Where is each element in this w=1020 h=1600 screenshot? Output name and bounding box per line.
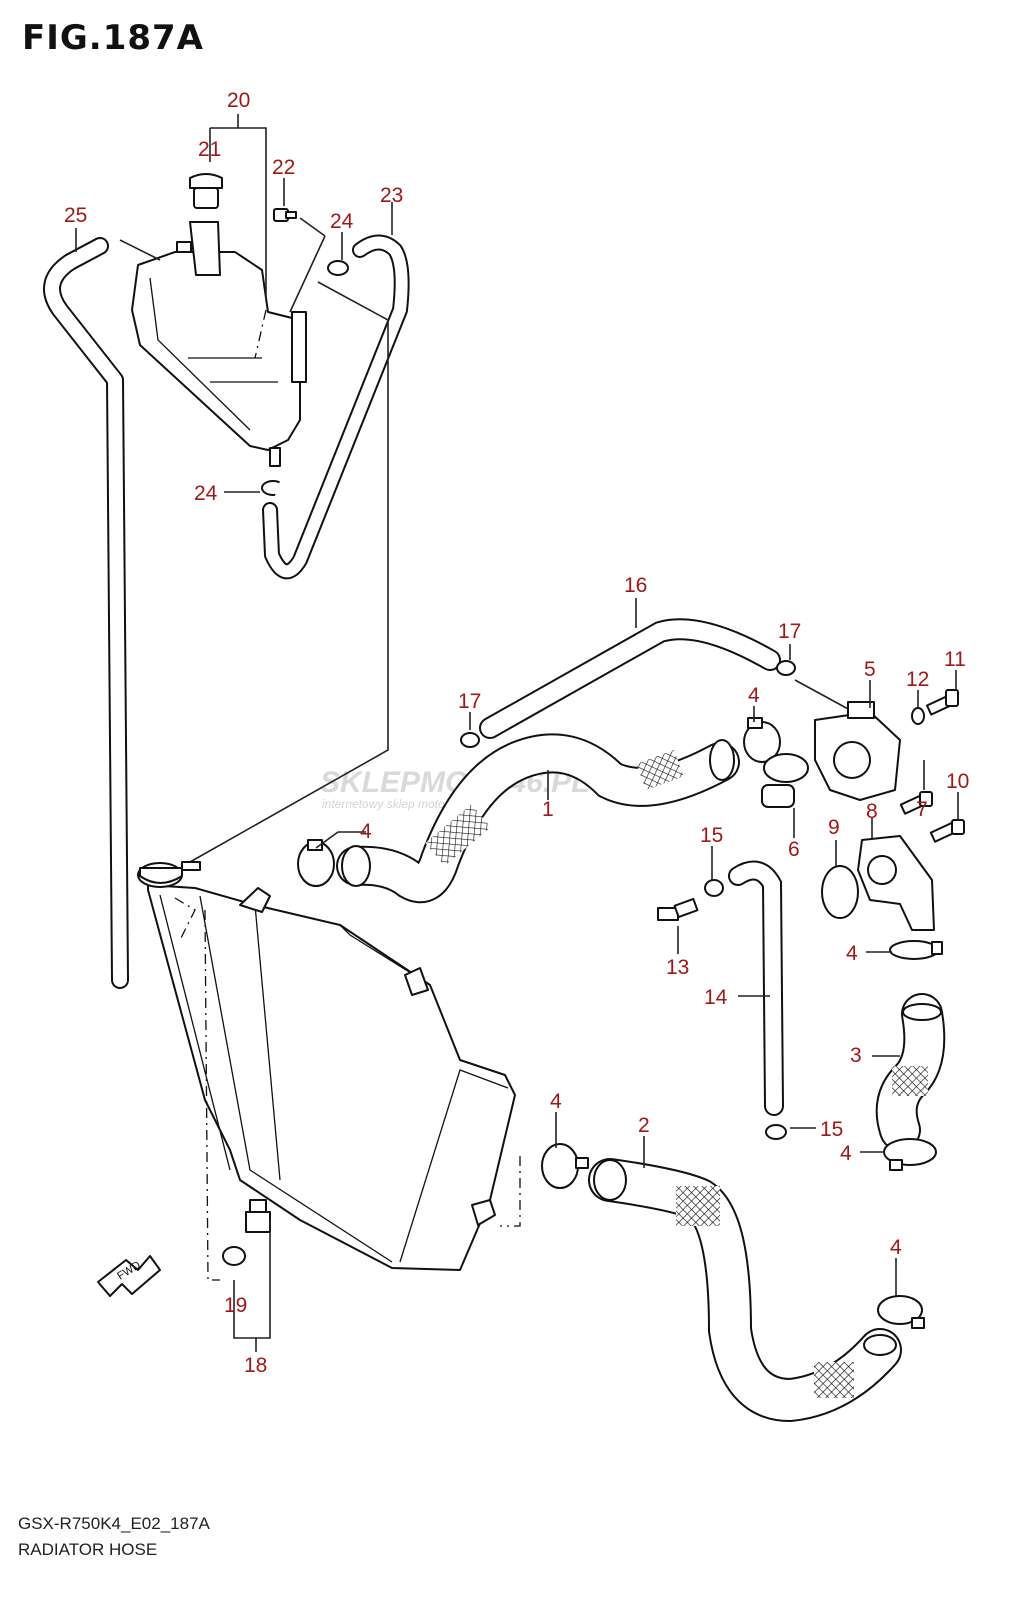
callout-24-upper: 24 [330,210,354,233]
fwd-arrow-icon: FWD [97,1255,161,1297]
bolt-11 [926,689,959,716]
callout-4-thermo: 4 [748,684,760,707]
clamp-15-a [704,879,724,897]
callout-4-bottom: 4 [890,1236,902,1259]
bolt-10 [929,819,965,843]
callout-6: 6 [788,838,800,861]
clamp-15-b [765,1124,787,1140]
tank-bolt [273,208,297,222]
callout-5: 5 [864,658,876,681]
figure-title: FIG.187A [22,18,204,58]
callout-14: 14 [704,986,728,1009]
clamp-4-e [541,1143,589,1189]
temp-sensor [245,1199,271,1233]
clamp-17-a [460,732,480,748]
clamp-4-d [883,1138,937,1171]
reservoir-tank [131,221,307,467]
callout-25: 25 [64,204,87,227]
thermostat [761,753,809,808]
o-ring-9 [821,865,859,919]
callout-15-upper: 15 [700,824,723,847]
hose-23 [262,234,410,580]
callout-3: 3 [850,1044,862,1067]
callout-17-left: 17 [458,690,481,713]
hose-3 [875,993,946,1151]
hose-16 [479,618,781,739]
callout-15-lower: 15 [820,1118,843,1141]
callout-2: 2 [638,1114,650,1137]
hose-2 [588,1158,902,1423]
thermostat-housing [814,701,901,801]
model-code: GSX-R750K4_E02_187A [18,1514,210,1533]
callout-20: 20 [227,89,250,112]
callout-16: 16 [624,574,647,597]
callout-12: 12 [906,668,929,691]
callout-13: 13 [666,956,689,979]
callout-8: 8 [866,800,878,823]
callout-19: 19 [224,1294,247,1317]
nipple-13 [657,897,699,921]
callout-22: 22 [272,156,295,179]
diagram-name: RADIATOR HOSE [18,1540,158,1559]
clamp-4-f [877,1295,925,1329]
radiator [137,861,516,1271]
clamp-4-a [297,839,335,887]
clamp-17-b [776,660,796,676]
callout-24-lower: 24 [194,482,218,505]
callout-9: 9 [828,816,840,839]
hose-14 [728,860,784,1116]
o-ring-19 [222,1246,246,1266]
clamp-24-upper [327,260,349,276]
callout-23: 23 [380,184,403,207]
callout-7: 7 [916,798,928,821]
clamp-4-b [743,717,781,763]
hose-1 [336,733,740,904]
callout-10: 10 [946,770,969,793]
reservoir-cap [189,173,223,209]
callout-4-right-lower: 4 [840,1142,852,1165]
thermostat-cover [857,835,935,931]
callout-1: 1 [542,798,554,821]
callout-4-right-upper: 4 [846,942,858,965]
washer-12 [911,707,925,725]
bolt-7 [899,791,933,815]
hose-25 [43,237,129,989]
callout-11: 11 [944,648,966,671]
callout-4-upper-left: 4 [360,820,372,843]
callout-21: 21 [198,138,221,161]
callout-17-right: 17 [778,620,801,643]
clamp-4-c [889,940,943,960]
callout-18: 18 [244,1354,267,1377]
callout-4-lower-left: 4 [550,1090,562,1113]
